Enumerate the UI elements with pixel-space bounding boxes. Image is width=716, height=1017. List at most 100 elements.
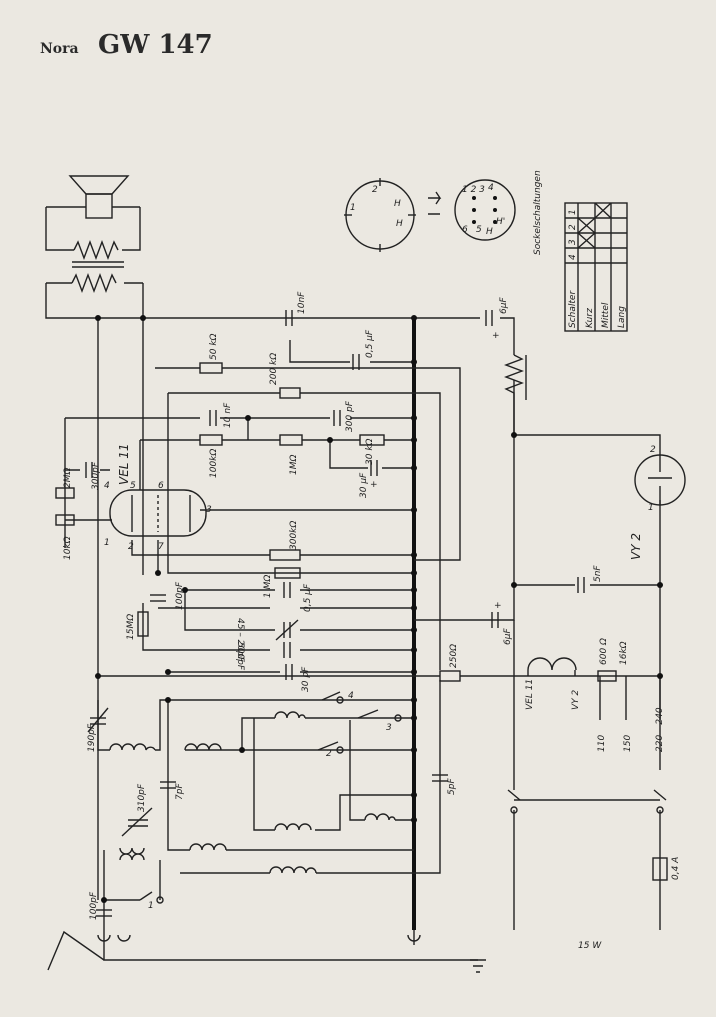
resistor-10k [55, 514, 75, 526]
filter-choke [504, 354, 524, 435]
label-r-30k: 30 kΩ [365, 438, 375, 465]
label-r-50k: 50 kΩ [209, 333, 219, 360]
switch-label-4: 4 [348, 691, 354, 701]
label-v-220: 220 – 240 [655, 707, 665, 752]
label-plus-3: + [494, 601, 502, 611]
label-v-110: 110 [597, 735, 607, 752]
label-c-5pf: 5pF [447, 778, 457, 795]
tube-vel11 [109, 489, 207, 537]
label-r-1m: 1MΩ [289, 455, 299, 475]
pin-label-6: 6 [158, 481, 164, 491]
junction-dots [95, 315, 663, 903]
label-r-2m: 2MΩ [63, 468, 73, 488]
switch-label-2: 2 [326, 749, 332, 759]
capacitor-5nF [577, 577, 585, 593]
label-plus-2: + [492, 331, 500, 341]
table-header-2: 2 [568, 224, 578, 230]
capacitor-500pF [283, 642, 291, 658]
socket-diagram-2 [454, 179, 516, 241]
resistor-250 [439, 670, 461, 682]
vy-pin-2: 2 [650, 445, 656, 455]
label-tube-vy2: VY 2 [629, 533, 643, 560]
label-tube-vel11: VEL 11 [117, 443, 131, 485]
socket-key-icon [428, 191, 442, 215]
socket2-h: H [486, 227, 493, 237]
ground-symbol [470, 959, 486, 973]
table-header-3: 3 [568, 239, 578, 245]
table-row-mittel: Mittel [601, 302, 611, 328]
resistor-1M-low [274, 567, 301, 579]
label-c-30pf: 30 pF [301, 666, 311, 692]
label-r-200k: 200 kΩ [269, 353, 279, 385]
resistor-15M [137, 611, 149, 637]
label-fuse: 0,4 A [671, 857, 681, 880]
label-c-10nf-top: 10nF [297, 291, 307, 314]
label-v-150: 150 [623, 735, 633, 752]
capacitor-190pF [87, 707, 109, 733]
label-r-16k: 16kΩ [619, 641, 629, 665]
capacitor-300pF-mid [333, 410, 341, 426]
capacitor-30pF [285, 664, 293, 680]
switch-table [564, 202, 628, 332]
label-c-300pf-left: 300pF [91, 461, 101, 490]
label-r-1m-low: 1 MΩ [263, 575, 273, 598]
pin-label-7: 7 [158, 542, 164, 552]
pin-label-2: 2 [128, 542, 134, 552]
label-c-05uf-top: 0,5 µF [365, 329, 375, 358]
brand-label: Nora [40, 41, 79, 57]
capacitor-trim [275, 619, 299, 641]
label-c-6uf-low: 6µF [503, 628, 513, 645]
resistor-200k [279, 387, 301, 399]
label-c-100pf: 100pF [175, 581, 185, 610]
socket2-hp: H' [496, 217, 505, 227]
fuse-element [652, 857, 668, 881]
socket1-h2: H [396, 219, 403, 229]
loudspeaker [68, 175, 130, 219]
label-heater-vy: VY 2 [571, 689, 581, 710]
socket1-h1: H [394, 199, 401, 209]
label-c-100pf-ant: 100pF [89, 891, 99, 920]
capacitor-310pF [121, 807, 153, 837]
socket2-6: 6 [462, 225, 468, 235]
coils [109, 711, 396, 874]
pin-label-5: 5 [130, 481, 136, 491]
label-r-15m: 15MΩ [126, 614, 136, 640]
label-plus-1: + [370, 480, 378, 490]
label-r-250: 250Ω [449, 644, 459, 668]
label-c-310pf: 310pF [137, 783, 147, 812]
resistor-300k [269, 549, 301, 561]
label-c-500pf: 500pF [235, 642, 245, 671]
label-c-300pf-mid: 300 pF [345, 400, 355, 432]
label-r-300k: 300kΩ [289, 521, 299, 550]
socket1-pin-2: 2 [372, 185, 378, 195]
resistor-100k [199, 434, 223, 446]
labels: Sockelschaltungen Schalter 1 2 3 4 Kurz … [63, 170, 681, 951]
switch-label-3: 3 [386, 723, 392, 733]
label-c-7pf: 7pF [175, 783, 185, 800]
label-c-6uf-top: 6µF [499, 297, 509, 314]
label-power: 15 W [578, 941, 602, 951]
label-c-5nf: 5nF [593, 565, 603, 582]
capacitor-10nF-mid [209, 410, 217, 426]
capacitors [85, 310, 585, 917]
label-r-10k: 10kΩ [63, 536, 73, 560]
jack-symbols [97, 934, 421, 942]
capacitor-05uF-low [283, 582, 291, 598]
capacitor-05uF-top [352, 354, 360, 370]
capacitor-100pF [150, 594, 166, 602]
pin-label-3: 3 [206, 505, 212, 515]
heater-symbols [527, 657, 577, 671]
tube-vy2 [634, 454, 686, 506]
capacitor-6uF-low [491, 612, 499, 628]
capacitor-10nF-top [285, 310, 293, 326]
pin-label-4: 4 [104, 481, 110, 491]
socket-caption: Sockelschaltungen [533, 170, 543, 255]
socket2-4: 4 [488, 183, 494, 193]
table-row-kurz: Kurz [585, 308, 595, 328]
capacitor-100pF-ant [96, 909, 112, 917]
capacitor-7pF [160, 781, 176, 789]
socket2-5: 5 [476, 225, 482, 235]
resistor-50k [199, 362, 223, 374]
table-header-4: 4 [568, 254, 578, 260]
pin-label-1: 1 [104, 538, 110, 548]
